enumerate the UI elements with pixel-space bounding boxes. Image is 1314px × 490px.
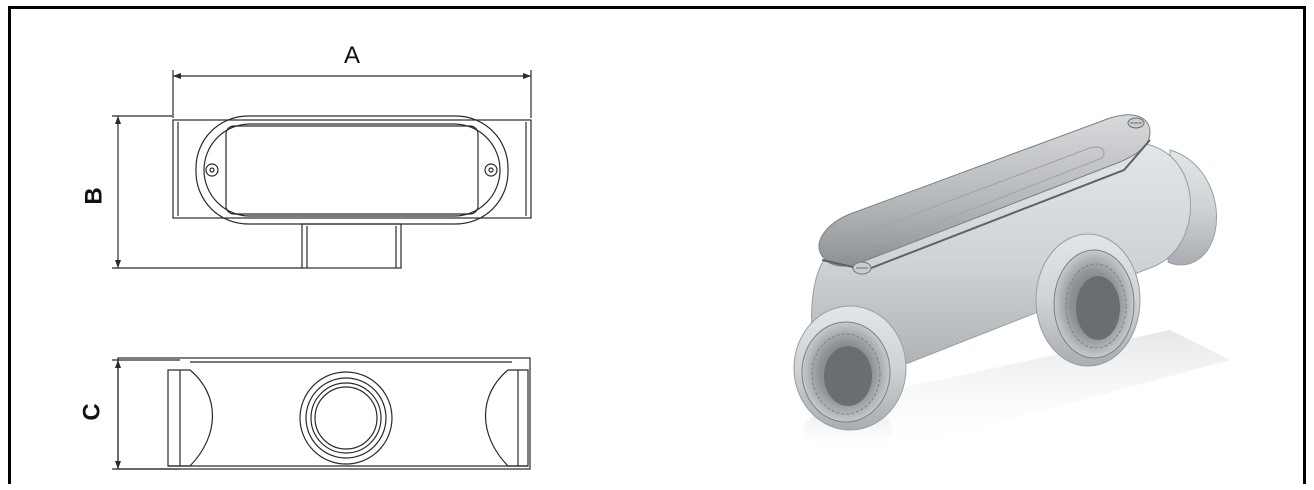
side-view bbox=[112, 357, 531, 470]
product-photo bbox=[793, 114, 1230, 460]
dimension-label-c: C bbox=[78, 403, 106, 421]
figure-frame bbox=[8, 6, 1306, 484]
top-view bbox=[112, 70, 532, 269]
dimension-label-b: B bbox=[80, 187, 108, 205]
dimension-label-a: A bbox=[344, 42, 361, 69]
